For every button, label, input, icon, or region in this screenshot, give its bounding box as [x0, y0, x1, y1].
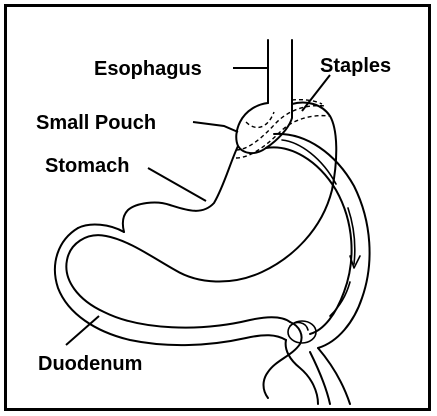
duodenum-leader-line: [66, 316, 99, 345]
esophagus: [268, 40, 292, 104]
small-pouch-leader-line: [193, 122, 238, 132]
duodenum-lower-left: [264, 322, 302, 398]
duodenum-lower-right: [286, 340, 318, 404]
food-path: [282, 140, 360, 316]
stomach-label: Stomach: [45, 155, 129, 177]
duodenum: [55, 228, 318, 404]
duodenum-label: Duodenum: [38, 353, 142, 375]
roux-limb: [266, 134, 370, 404]
pouch-inner-dashes: [246, 112, 274, 127]
staples-label: Staples: [320, 55, 391, 77]
stomach-upper-wall: [123, 146, 238, 232]
food-path-segment-3: [330, 282, 350, 316]
stomach-leader-line: [148, 168, 206, 201]
staple-line-3: [236, 116, 330, 158]
esophagus-label: Esophagus: [94, 58, 202, 80]
small-pouch-label: Small Pouch: [36, 112, 156, 134]
intestine-continuation-right: [318, 348, 350, 404]
stomach-fold: [78, 225, 124, 232]
